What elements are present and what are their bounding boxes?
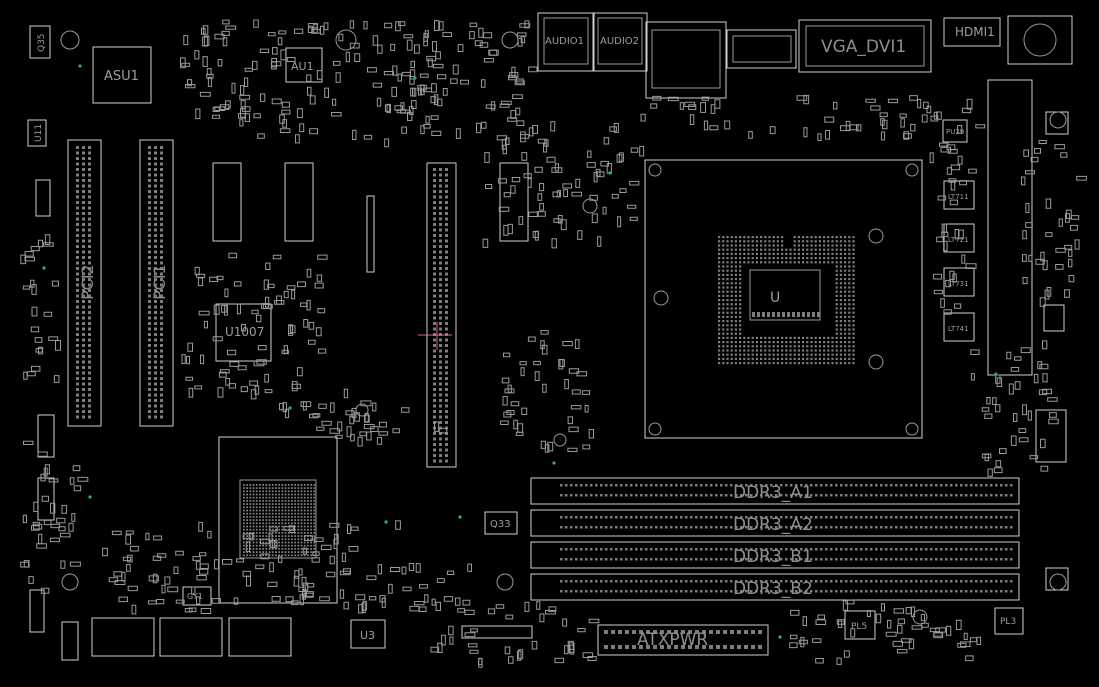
bottom-headers	[62, 618, 532, 660]
gy1-label: GY1	[187, 592, 203, 601]
vrm-inductors: LT711 LT721 LT731 LT741 PU29	[943, 80, 1032, 375]
asu1-label: ASU1	[104, 69, 139, 84]
left-headers	[30, 180, 54, 632]
ddr3-a1-slot: DDR3_A1	[531, 478, 1019, 504]
ddr3-b2-slot: DDR3_B2	[531, 574, 1019, 600]
audio2-connector: AUDIO2	[593, 13, 647, 71]
au1-chip: AU1	[286, 48, 322, 82]
pu29-label: PU29	[946, 128, 964, 136]
q35-component: Q35	[30, 26, 50, 58]
ic-group-left	[213, 163, 528, 241]
lt711-label: LT711	[948, 193, 969, 201]
lt721-label: LT721	[948, 236, 969, 244]
vga-dvi1-connector: VGA_DVI1	[799, 20, 931, 72]
u1007-chip: U1007	[216, 304, 271, 361]
battery-holder	[367, 196, 374, 272]
ddr3-a1-label: DDR3_A1	[733, 483, 813, 503]
pl3-label: PL3	[1000, 617, 1016, 627]
ddr3-a2-label: DDR3_A2	[733, 515, 813, 535]
lan-connector	[646, 22, 726, 98]
pci2-label: PCI2	[78, 264, 97, 300]
pci2-slot: PCI2	[68, 140, 101, 426]
ddr3-b2-label: DDR3_B2	[733, 579, 813, 599]
asu1-chip: ASU1	[93, 47, 151, 103]
usb-connector	[727, 30, 796, 68]
test-vias	[42, 64, 998, 639]
ddr3-a2-slot: DDR3_A2	[531, 510, 1019, 536]
au1-label: AU1	[291, 60, 314, 73]
chipset-area	[219, 437, 337, 603]
u11-component: U11	[28, 120, 46, 146]
cpu-socket: U	[645, 160, 922, 438]
right-components	[1036, 112, 1068, 590]
q33-component: Q33	[485, 512, 517, 534]
u3-component: U3	[351, 620, 385, 648]
ps2-connector	[1008, 16, 1072, 64]
pl5-label: PL5	[851, 622, 867, 632]
audio1-label: AUDIO1	[545, 36, 584, 47]
pl3-inductor: PL3	[995, 608, 1023, 634]
lt741-label: LT741	[948, 325, 969, 333]
pcie-slot	[418, 163, 456, 467]
atxpwr-connector: ATXPWR	[598, 625, 768, 655]
hdmi1-connector: HDMI1	[944, 18, 1000, 46]
audio2-label: AUDIO2	[600, 36, 639, 47]
vga-dvi1-label: VGA_DVI1	[821, 37, 906, 57]
ddr3-b1-label: DDR3_B1	[733, 547, 813, 567]
smd-components	[21, 20, 1087, 667]
u1007-label: U1007	[225, 325, 264, 339]
cpu-label: U	[770, 290, 780, 306]
atxpwr-label: ATXPWR	[637, 630, 708, 650]
pl5-inductor: PL5	[845, 611, 875, 639]
q33-label: Q33	[490, 519, 511, 530]
gy1-crystal: GY1	[183, 587, 211, 605]
hdmi1-label: HDMI1	[955, 25, 995, 39]
audio1-connector: AUDIO1	[538, 13, 594, 71]
q35-label: Q35	[37, 33, 47, 52]
u3-label: U3	[360, 629, 375, 642]
u11-label: U11	[34, 124, 44, 142]
ddr3-b1-slot: DDR3_B1	[531, 542, 1019, 568]
lt731-label: LT731	[948, 280, 969, 288]
pci1-label: PCI1	[150, 264, 169, 300]
pci1-slot: PCI1	[140, 140, 173, 426]
